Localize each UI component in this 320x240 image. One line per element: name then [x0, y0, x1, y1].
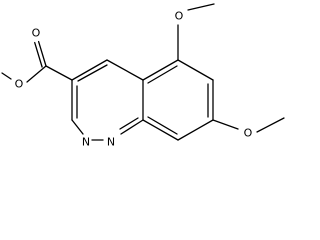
bond-carbonyl-double-a [37, 40, 47, 67]
bond-c8-c8a [142, 119, 179, 141]
bond-ester-o-methyl [1, 72, 12, 80]
bond-c5-c6 [177, 59, 214, 81]
bond-ester-c-o [26, 65, 47, 83]
atom-label-ester-oxygen: O [15, 78, 24, 91]
atom-label-methoxy-top-oxygen: O [175, 10, 184, 23]
bond-n2-c3-end [71, 119, 84, 135]
bond-c3-c4-inner [77, 64, 108, 82]
bond-c4a-c5 [142, 59, 179, 81]
atom-label-ring-nitrogen-1: N [107, 136, 115, 149]
bond-o-methyl-top [187, 3, 215, 11]
bond-c8a-n1 [120, 119, 144, 135]
bond-ester-c-ring [45, 65, 73, 81]
bond-o-methyl-bottom [256, 117, 285, 133]
bond-c8a-n1-inner [119, 117, 139, 130]
bond-c4-c4a [106, 59, 144, 81]
bond-c8-c8a-inner [147, 116, 178, 135]
bond-c7-c8 [177, 119, 214, 141]
bond-c3-c4 [71, 59, 108, 81]
atom-label-carbonyl-oxygen: O [32, 27, 41, 40]
atom-label-ring-nitrogen-2: N [82, 136, 90, 149]
atom-label-methoxy-bottom-oxygen: O [244, 127, 253, 140]
bond-c7-o [212, 119, 239, 130]
chemical-structure-diagram: O O O O N N [1, 3, 285, 149]
bond-carbonyl-double-b [34, 41, 43, 68]
bond-c4a-c5-inner [147, 65, 178, 84]
